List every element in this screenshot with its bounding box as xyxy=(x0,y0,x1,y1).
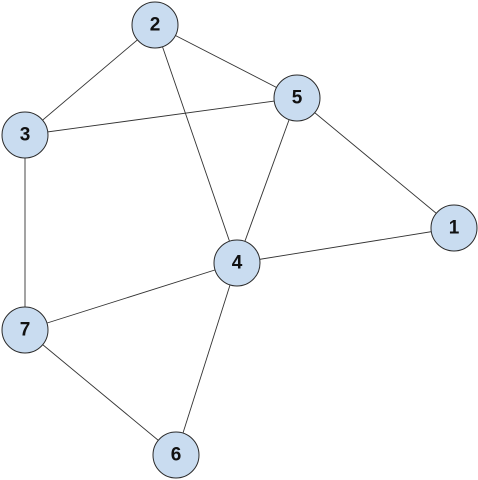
node-5: 5 xyxy=(273,74,321,122)
edges-group xyxy=(24,24,455,456)
node-1-label: 1 xyxy=(449,218,460,239)
edge-4-7 xyxy=(24,262,238,331)
node-5-label: 5 xyxy=(292,88,303,109)
node-4-label: 4 xyxy=(232,253,243,274)
node-7-circle xyxy=(1,306,49,354)
node-6-circle xyxy=(152,431,200,479)
node-5-circle xyxy=(273,74,321,122)
node-4-circle xyxy=(213,239,261,287)
edge-5-1 xyxy=(296,97,455,229)
node-7-label: 7 xyxy=(20,320,31,341)
node-4: 4 xyxy=(213,239,261,287)
edge-4-1 xyxy=(236,227,455,264)
node-6: 6 xyxy=(152,431,200,479)
node-2-label: 2 xyxy=(150,15,161,36)
node-6-label: 6 xyxy=(171,445,182,466)
node-7: 7 xyxy=(1,306,49,354)
edge-2-4 xyxy=(154,24,238,264)
edge-2-3 xyxy=(24,24,156,136)
node-2-circle xyxy=(131,1,179,49)
edge-3-5 xyxy=(24,97,298,136)
edge-7-6 xyxy=(24,329,177,456)
node-3: 3 xyxy=(1,111,49,159)
node-3-circle xyxy=(1,111,49,159)
node-1: 1 xyxy=(430,204,478,252)
edge-2-5 xyxy=(154,24,298,99)
node-1-circle xyxy=(430,204,478,252)
node-2: 2 xyxy=(131,1,179,49)
edge-4-6 xyxy=(175,262,238,456)
node-3-label: 3 xyxy=(20,125,31,146)
edge-5-4 xyxy=(236,97,298,264)
